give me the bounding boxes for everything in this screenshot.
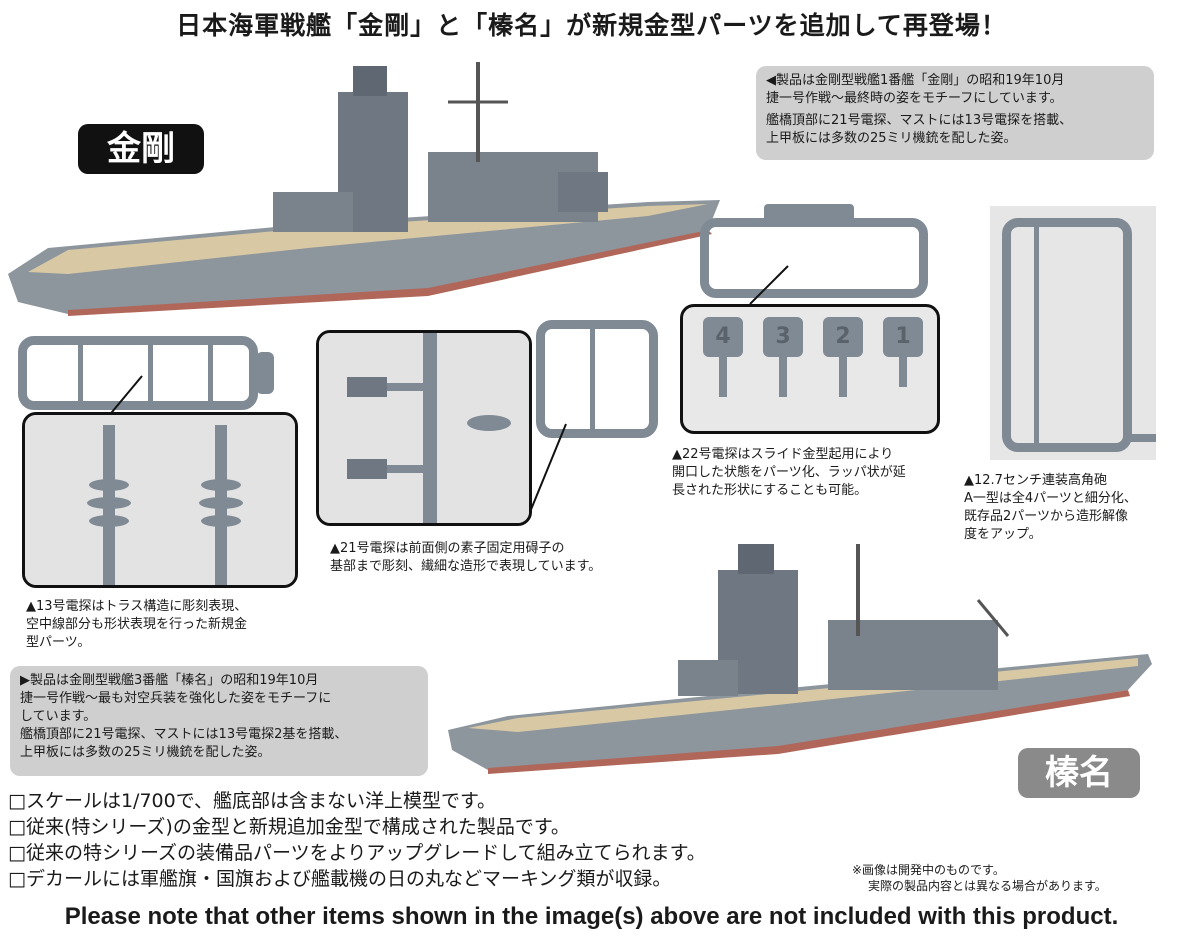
radar-21-sprue (536, 320, 658, 438)
haruna-label: 榛名 (1018, 748, 1140, 798)
radar-22-closeup: 4 3 2 1 (680, 304, 940, 434)
kongo-note-line: 上甲板には多数の25ミリ機銃を配した姿。 (766, 131, 1017, 146)
radar-22-sprue (700, 204, 928, 298)
haruna-note-line: 捷一号作戦～最も対空兵装を強化した姿をモチーフに (20, 691, 332, 706)
radar-22-caption: ▲22号電探はスライド金型起用により 開口した状態をパーツ化、ラッパ状が延 長さ… (672, 446, 962, 500)
disclaimer-line: ※画像は開発中のものです。 (852, 863, 1005, 877)
caption-line: A一型は全4パーツと細分化、 (964, 491, 1137, 506)
haruna-note-line: 艦橋頂部に21号電探、マストには13号電探2基を搭載、 (20, 727, 348, 742)
gun-127-caption: ▲12.7センチ連装高角砲 A一型は全4パーツと細分化、 既存品2パーツから造形… (964, 472, 1174, 544)
haruna-ship-image (448, 544, 1152, 774)
feature-item: □従来(特シリーズ)の金型と新規追加金型で構成された製品です。 (8, 816, 570, 838)
zoom-line-21 (529, 423, 567, 513)
caption-line: 既存品2パーツから造形解像 (964, 509, 1129, 524)
kongo-note-line: ◀製品は金剛型戦艦1番艦「金剛」の昭和19年10月 (766, 73, 1065, 88)
caption-line: 型パーツ。 (26, 635, 91, 650)
caption-line: 基部まで彫刻、繊細な造形で表現しています。 (330, 559, 602, 574)
caption-line: ▲12.7センチ連装高角砲 (964, 473, 1107, 488)
radar-13-caption: ▲13号電探はトラス構造に彫刻表現、 空中線部分も形状表現を行った新規金 型パー… (26, 598, 326, 652)
radar-13-sprue (18, 336, 274, 410)
feature-item: □デカールには軍艦旗・国旗および艦載機の日の丸などマーキング類が収録。 (8, 868, 672, 890)
sprue-number: 2 (823, 317, 863, 357)
disclaimer: ※画像は開発中のものです。 実際の製品内容とは異なる場合があります。 (852, 862, 1178, 894)
page-headline: 日本海軍戦艦「金剛」と「榛名」が新規金型パーツを追加して再登場！ (176, 11, 1007, 40)
haruna-note-line: 上甲板には多数の25ミリ機銃を配した姿。 (20, 745, 271, 760)
zoom-line-22 (749, 265, 789, 305)
radar-13-closeup (22, 412, 298, 588)
kongo-note-line: 捷一号作戦～最終時の姿をモチーフにしています。 (766, 91, 1063, 106)
caption-line: 長された形状にすることも可能。 (672, 483, 868, 498)
kongo-ship-image (8, 62, 720, 316)
radar-21-caption: ▲21号電探は前面側の素子固定用碍子の 基部まで彫刻、繊細な造形で表現しています… (330, 540, 670, 576)
sprue-number: 4 (703, 317, 743, 357)
caption-line: 開口した状態をパーツ化、ラッパ状が延 (672, 465, 906, 480)
caption-line: 度をアップ。 (964, 527, 1042, 542)
haruna-note-line: ▶製品は金剛型戦艦3番艦「榛名」の昭和19年10月 (20, 673, 319, 688)
disclaimer-line: 実際の製品内容とは異なる場合があります。 (868, 879, 1107, 893)
caption-line: ▲22号電探はスライド金型起用により (672, 447, 894, 462)
sprue-number: 1 (883, 317, 923, 357)
footer-notice: Please note that other items shown in th… (64, 903, 1119, 930)
gun-127-sprue (990, 206, 1156, 460)
feature-list: □スケールは1/700で、艦底部は含まない洋上模型です。 □従来(特シリーズ)の… (8, 788, 828, 892)
caption-line: ▲13号電探はトラス構造に彫刻表現、 (26, 599, 248, 614)
kongo-label: 金剛 (78, 124, 204, 174)
sprue-number: 3 (763, 317, 803, 357)
caption-line: 空中線部分も形状表現を行った新規金 (26, 617, 248, 632)
haruna-note-line: しています。 (20, 709, 97, 724)
radar-21-closeup (316, 330, 532, 526)
feature-item: □スケールは1/700で、艦底部は含まない洋上模型です。 (8, 790, 497, 812)
kongo-note-line: 艦橋頂部に21号電探、マストには13号電探を搭載、 (766, 113, 1073, 128)
haruna-note: ▶製品は金剛型戦艦3番艦「榛名」の昭和19年10月 捷一号作戦～最も対空兵装を強… (10, 666, 428, 776)
kongo-note: ◀製品は金剛型戦艦1番艦「金剛」の昭和19年10月 捷一号作戦～最終時の姿をモチ… (756, 66, 1154, 160)
feature-item: □従来の特シリーズの装備品パーツをよりアップグレードして組み立てられます。 (8, 842, 706, 864)
caption-line: ▲21号電探は前面側の素子固定用碍子の (330, 541, 565, 556)
